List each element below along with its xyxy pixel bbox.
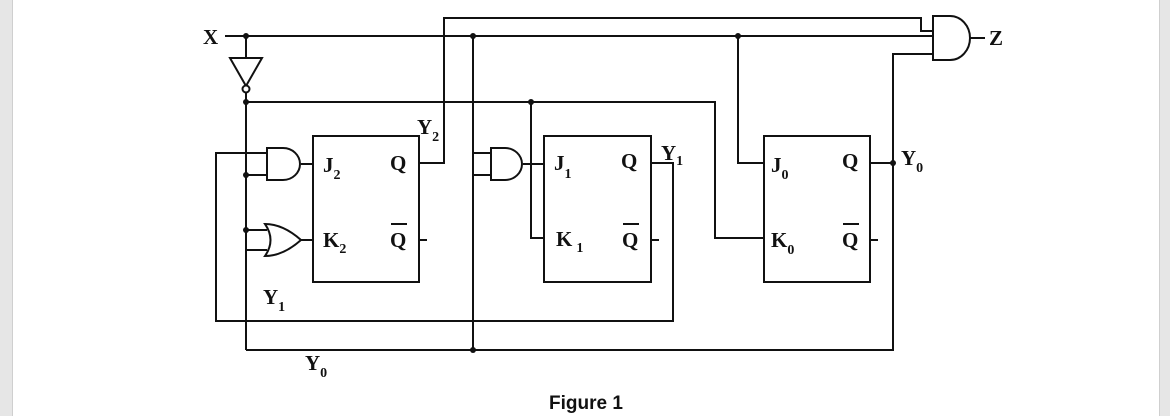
y0-feedback-label: Y0 bbox=[305, 351, 327, 381]
figure-caption: Figure 1 bbox=[549, 393, 623, 414]
q2-label: Q bbox=[390, 151, 406, 175]
q0-label: Q bbox=[842, 149, 858, 173]
and-gate-j1 bbox=[490, 147, 523, 181]
qbar0-label: Q bbox=[842, 228, 858, 252]
y1-feedback-label: Y1 bbox=[263, 285, 285, 315]
y1-output-label: Y1 bbox=[661, 141, 683, 169]
junction-dots bbox=[243, 33, 896, 353]
not-x-line bbox=[246, 101, 764, 239]
k0-label: K0 bbox=[771, 228, 794, 258]
or-gate-k2 bbox=[263, 222, 303, 258]
flip-flop-2 bbox=[312, 135, 420, 283]
j1-label: J1 bbox=[554, 151, 572, 182]
wires bbox=[215, 17, 985, 351]
y0-feedback bbox=[246, 163, 894, 351]
k2-label: K2 bbox=[323, 228, 346, 257]
j0-label: J0 bbox=[771, 153, 789, 183]
y2-line bbox=[419, 17, 933, 164]
x-to-j0 bbox=[737, 36, 764, 164]
j2-label: J2 bbox=[323, 153, 341, 183]
flip-flop-1 bbox=[543, 135, 652, 283]
q1-label: Q bbox=[621, 149, 637, 173]
y2-label: Y2 bbox=[417, 115, 439, 145]
and-gate-j2 bbox=[266, 147, 301, 181]
y1-line bbox=[215, 152, 674, 322]
flip-flop-0 bbox=[763, 135, 871, 283]
inverter-gate bbox=[228, 57, 264, 94]
not-x-to-j1-and bbox=[530, 102, 544, 239]
x-input-label: X bbox=[203, 25, 218, 49]
z-output-label: Z bbox=[989, 26, 1003, 50]
y0-to-and bbox=[892, 53, 933, 163]
qbar1-label: Q bbox=[622, 228, 638, 252]
and-gate-output bbox=[932, 15, 971, 61]
qbar2-label: Q bbox=[390, 228, 406, 252]
y0-output-label: Y0 bbox=[901, 146, 923, 176]
